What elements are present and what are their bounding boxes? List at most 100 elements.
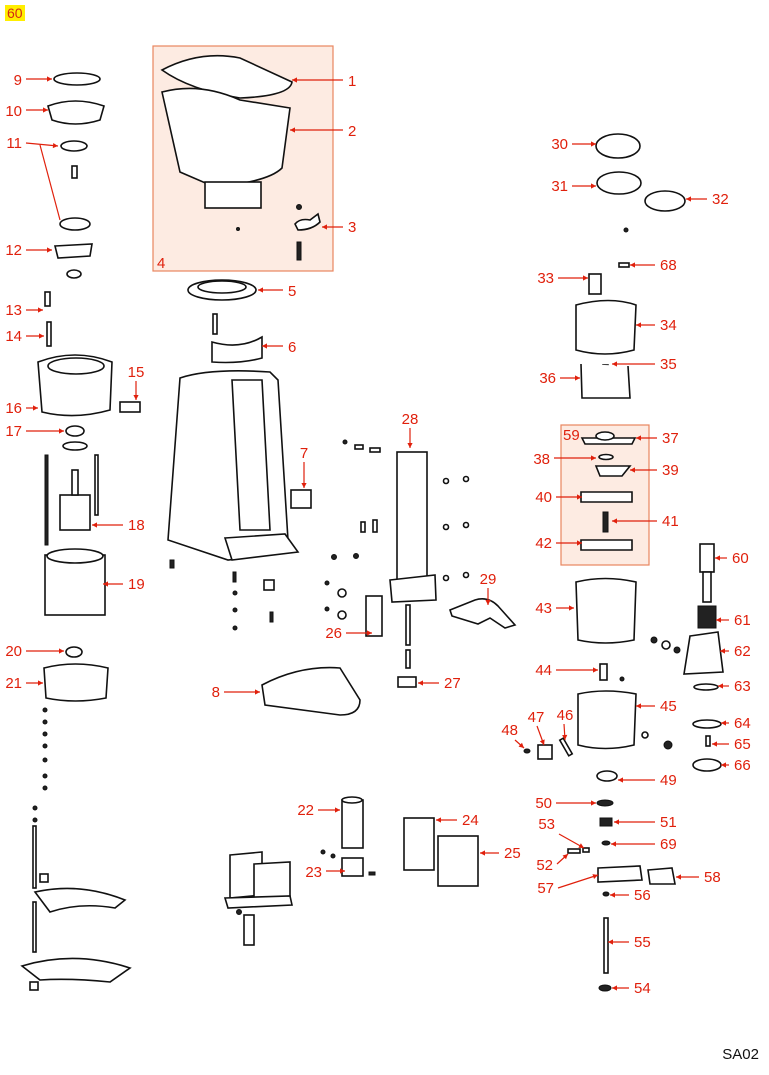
part-42 bbox=[580, 539, 633, 551]
part-screw bbox=[368, 871, 376, 876]
callout-label: 57 bbox=[537, 880, 554, 897]
callout-17: 17 bbox=[5, 423, 64, 440]
callout-6: 6 bbox=[262, 339, 296, 356]
callout-44: 44 bbox=[535, 662, 598, 679]
arrowhead-icon bbox=[292, 77, 297, 83]
arrowhead-icon bbox=[721, 720, 726, 726]
part-54 bbox=[598, 984, 612, 992]
part-18-rotor bbox=[59, 494, 91, 531]
callout-label: 31 bbox=[551, 178, 568, 195]
arrowhead-icon bbox=[562, 854, 568, 860]
part-screw bbox=[663, 740, 673, 750]
part-26-bracket bbox=[365, 595, 383, 637]
callout-32: 32 bbox=[686, 191, 729, 208]
callout-label: 14 bbox=[5, 328, 22, 345]
group-label-4: 4 bbox=[157, 255, 165, 272]
callout-label: 40 bbox=[535, 489, 552, 506]
part-38-oring bbox=[598, 453, 614, 461]
part-screw bbox=[330, 853, 336, 859]
callout-label: 56 bbox=[634, 887, 651, 904]
part-20 bbox=[65, 646, 83, 658]
part-62-cover bbox=[683, 631, 724, 675]
arrowhead-icon bbox=[612, 985, 617, 991]
arrowhead-icon bbox=[636, 703, 641, 709]
callout-label: 53 bbox=[538, 816, 555, 833]
callout-label: 9 bbox=[14, 72, 22, 89]
callout-label: 44 bbox=[535, 662, 552, 679]
arrowhead-icon bbox=[47, 76, 52, 82]
arrowhead-icon bbox=[569, 605, 574, 611]
arrowhead-icon bbox=[618, 777, 623, 783]
callout-20: 20 bbox=[5, 643, 64, 660]
callout-35: 35 bbox=[612, 356, 677, 373]
callout-label: 36 bbox=[539, 370, 556, 387]
part-68 bbox=[618, 262, 630, 268]
callout-61: 61 bbox=[716, 612, 751, 629]
part-base-plate-lower bbox=[20, 957, 132, 983]
callout-22: 22 bbox=[297, 802, 340, 819]
part-screw bbox=[236, 227, 240, 231]
callout-label: 61 bbox=[734, 612, 751, 629]
callout-label: 23 bbox=[305, 864, 322, 881]
arrowhead-icon bbox=[608, 939, 613, 945]
callout-label: 42 bbox=[535, 535, 552, 552]
arrowhead-icon bbox=[262, 343, 267, 349]
part-pin bbox=[405, 649, 411, 669]
part-37 bbox=[580, 437, 637, 445]
callout-label: 48 bbox=[501, 722, 518, 739]
callout-27: 27 bbox=[418, 675, 461, 692]
part-rod bbox=[405, 604, 411, 646]
callout-13: 13 bbox=[5, 302, 43, 319]
part-45-body bbox=[577, 690, 637, 750]
callout-label: 49 bbox=[660, 772, 677, 789]
callout-label: 26 bbox=[325, 625, 342, 642]
arrowhead-icon bbox=[133, 395, 139, 400]
part-28-screws bbox=[342, 439, 470, 582]
part-55 bbox=[603, 917, 609, 974]
callout-29: 29 bbox=[480, 571, 496, 605]
group-label-59: 59 bbox=[563, 427, 580, 444]
part-base-plate-upper bbox=[33, 887, 127, 913]
arrowhead-icon bbox=[518, 742, 524, 748]
part-screw bbox=[641, 731, 649, 739]
part-51 bbox=[599, 817, 613, 827]
callout-label: 60 bbox=[732, 550, 749, 567]
page-number-badge: 60 bbox=[5, 5, 25, 21]
arrowhead-icon bbox=[407, 443, 413, 448]
callout-label: 62 bbox=[734, 643, 751, 660]
callout-57: 57 bbox=[537, 874, 599, 897]
part-screw bbox=[296, 204, 302, 210]
part-drip-tray bbox=[261, 666, 361, 716]
arrowhead-icon bbox=[38, 680, 43, 686]
callout-11: 11 bbox=[6, 135, 59, 152]
arrowhead-icon bbox=[255, 689, 260, 695]
callout-label: 18 bbox=[128, 517, 145, 534]
arrowhead-icon bbox=[720, 648, 725, 654]
part-62-hardware bbox=[650, 636, 681, 654]
part-33 bbox=[588, 273, 602, 295]
arrowhead-icon bbox=[611, 841, 616, 847]
arrowhead-icon bbox=[636, 435, 641, 441]
arrowhead-icon bbox=[47, 247, 52, 253]
part-60-stem bbox=[702, 571, 712, 603]
part-24-board bbox=[403, 817, 435, 871]
arrowhead-icon bbox=[485, 600, 491, 605]
part-tie-rod bbox=[94, 454, 99, 516]
callout-label: 2 bbox=[348, 123, 356, 140]
callout-label: 50 bbox=[535, 795, 552, 812]
part-collar-ring-inner bbox=[197, 280, 247, 294]
part-19-top bbox=[46, 548, 104, 564]
callout-label: 35 bbox=[660, 356, 677, 373]
callout-label: 43 bbox=[535, 600, 552, 617]
leader-line-11b bbox=[39, 144, 61, 221]
callout-label: 33 bbox=[537, 270, 554, 287]
callout-25: 25 bbox=[480, 845, 521, 862]
part-foot bbox=[39, 873, 49, 883]
part-fastener-stack bbox=[32, 707, 48, 823]
callout-label: 8 bbox=[212, 684, 220, 701]
part-64 bbox=[692, 719, 722, 729]
arrowhead-icon bbox=[52, 142, 58, 149]
part-15 bbox=[119, 401, 141, 413]
callout-60: 60 bbox=[715, 550, 749, 567]
part-pin bbox=[71, 165, 78, 179]
